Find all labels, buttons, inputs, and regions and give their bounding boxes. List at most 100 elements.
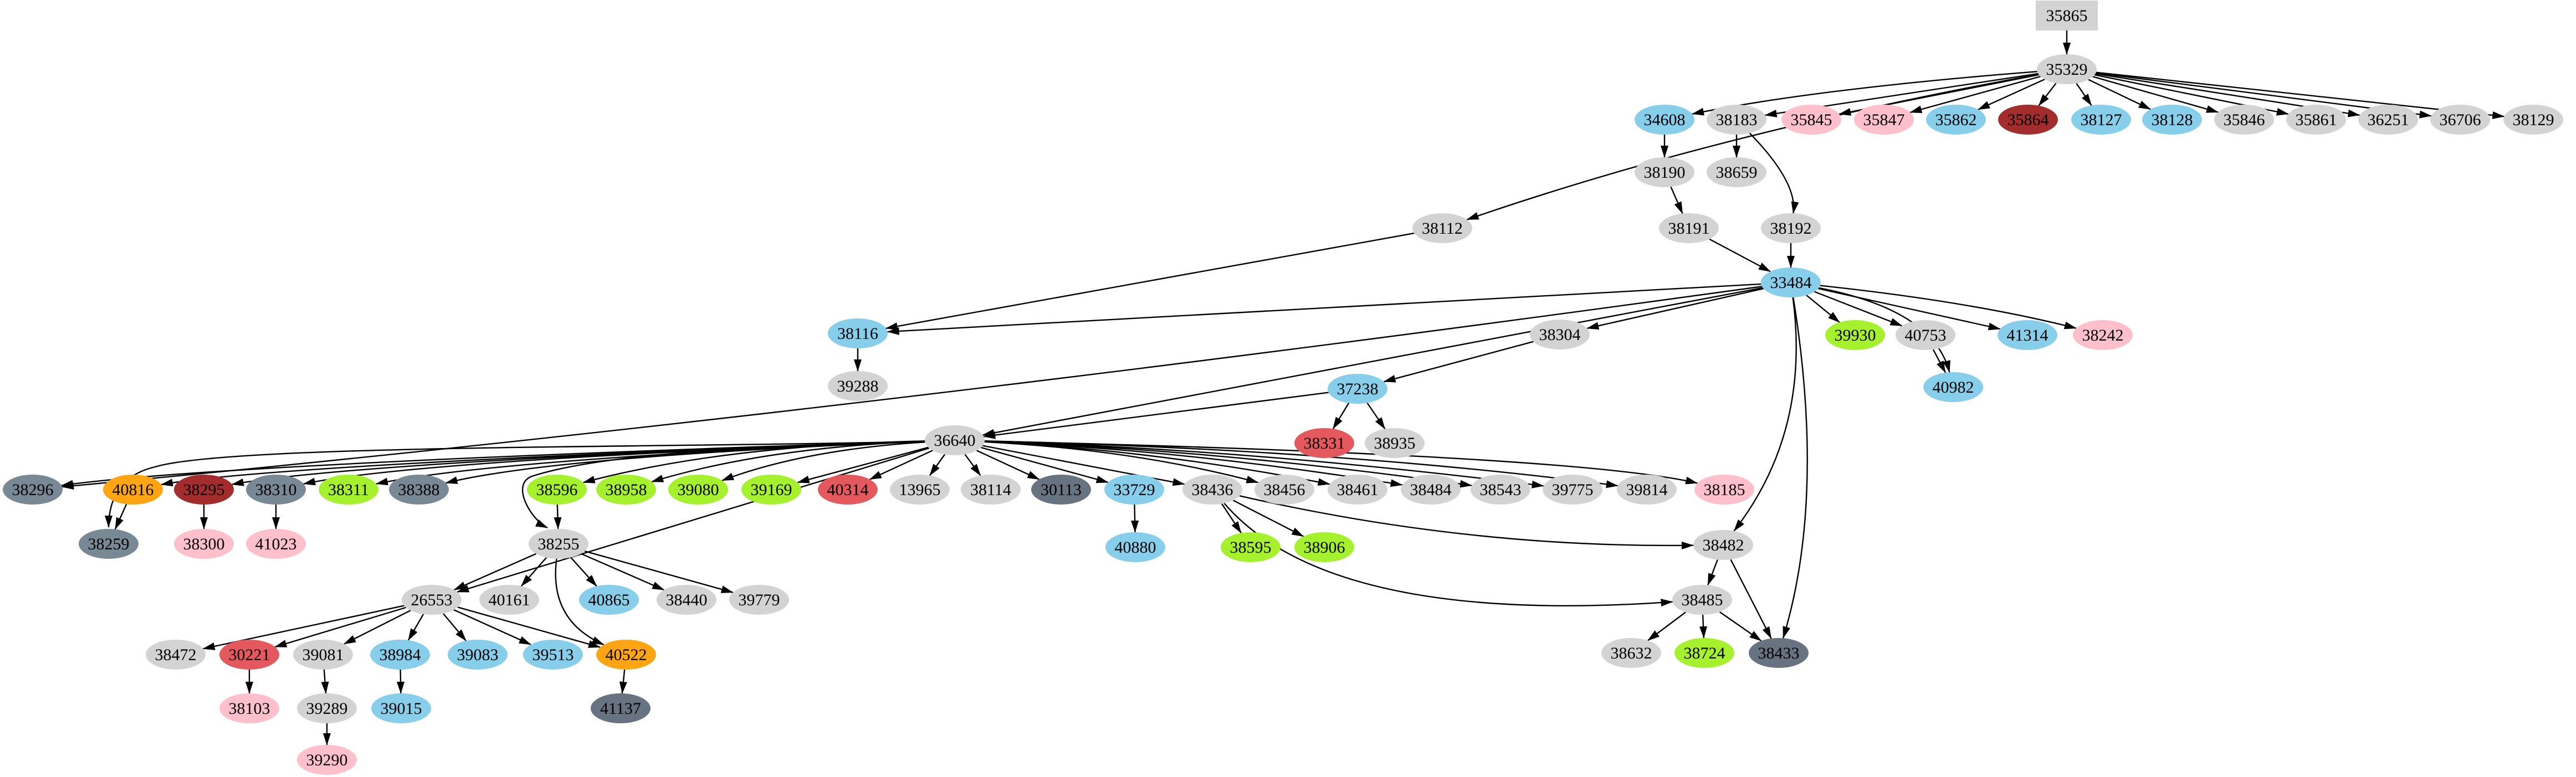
- graph-node-38185: 38185: [1694, 475, 1754, 505]
- graph-node-label-38484: 38484: [1410, 481, 1452, 499]
- graph-node-37238: 37238: [1328, 374, 1387, 404]
- graph-node-label-38724: 38724: [1684, 644, 1725, 662]
- graph-edge-38255-39779: [584, 550, 734, 593]
- graph-edge-38482-38485: [1707, 559, 1718, 586]
- graph-edge-36640-30113: [976, 450, 1040, 480]
- graph-node-39289: 39289: [297, 693, 357, 723]
- graph-edge-36640-13965: [929, 454, 945, 476]
- graph-node-label-38461: 38461: [1337, 481, 1379, 499]
- graph-node-38331: 38331: [1294, 428, 1354, 458]
- graph-edge-36640-38255: [521, 439, 955, 529]
- graph-node-39513: 39513: [523, 640, 583, 670]
- graph-edge-37238-36640: [983, 392, 1329, 439]
- graph-node-label-38192: 38192: [1770, 219, 1812, 238]
- graph-node-label-33484: 33484: [1770, 274, 1812, 292]
- graph-node-40753: 40753: [1896, 320, 1955, 350]
- graph-node-38190: 38190: [1635, 157, 1694, 187]
- graph-edge-26553-39081: [344, 610, 411, 645]
- graph-node-label-38129: 38129: [2513, 111, 2554, 129]
- graph-node-35861: 35861: [2286, 105, 2346, 135]
- graph-node-label-36640: 36640: [934, 431, 976, 450]
- graph-node-label-38596: 38596: [536, 481, 578, 499]
- edge-layer: [60, 30, 2505, 745]
- graph-node-label-38935: 38935: [1374, 434, 1416, 452]
- graph-node-label-37238: 37238: [1337, 380, 1379, 398]
- graph-node-39015: 39015: [371, 693, 431, 723]
- graph-node-33484: 33484: [1761, 267, 1821, 297]
- graph-node-label-38456: 38456: [1264, 481, 1305, 499]
- graph-node-38114: 38114: [961, 475, 1021, 505]
- graph-node-38472: 38472: [146, 640, 206, 670]
- graph-node-label-35864: 35864: [2007, 111, 2049, 129]
- graph-node-38127: 38127: [2071, 105, 2131, 135]
- graph-edge-38255-40161: [520, 557, 547, 587]
- graph-node-label-38114: 38114: [970, 481, 1011, 499]
- graph-node-label-35865: 35865: [2046, 7, 2088, 25]
- graph-edge-38191-33484: [1709, 238, 1771, 272]
- graph-node-35865: 35865: [2036, 1, 2098, 30]
- graph-node-label-39930: 39930: [1835, 326, 1876, 344]
- graph-node-label-38436: 38436: [1192, 481, 1233, 499]
- graph-edge-35329-38127: [2076, 83, 2092, 106]
- graph-node-40865: 40865: [579, 585, 639, 615]
- graph-node-label-38659: 38659: [1716, 163, 1758, 182]
- graph-node-38112: 38112: [1412, 213, 1472, 243]
- graph-node-label-36706: 36706: [2440, 111, 2481, 129]
- graph-node-label-38116: 38116: [837, 325, 878, 343]
- graph-edge-36640-39169: [797, 446, 929, 483]
- graph-node-38482: 38482: [1693, 530, 1753, 560]
- graph-node-label-38984: 38984: [380, 646, 421, 664]
- graph-node-39814: 39814: [1617, 475, 1677, 505]
- graph-node-38543: 38543: [1471, 475, 1530, 505]
- graph-edge-36640-39080: [721, 441, 925, 481]
- graph-node-label-38595: 38595: [1230, 538, 1272, 557]
- graph-node-38183: 38183: [1707, 105, 1766, 135]
- graph-node-label-35845: 35845: [1791, 111, 1832, 129]
- graph-node-40161: 40161: [479, 585, 539, 615]
- graph-node-label-38300: 38300: [183, 535, 225, 553]
- graph-node-40314: 40314: [818, 475, 878, 505]
- graph-node-label-38191: 38191: [1668, 219, 1710, 238]
- graph-node-35846: 35846: [2214, 105, 2274, 135]
- graph-node-label-39080: 39080: [678, 481, 719, 499]
- graph-node-label-39779: 39779: [739, 591, 780, 609]
- graph-node-label-40880: 40880: [1115, 538, 1156, 557]
- graph-node-38596: 38596: [527, 475, 587, 505]
- graph-edge-33484-38433: [1782, 297, 1808, 639]
- graph-node-label-38185: 38185: [1704, 481, 1745, 499]
- graph-node-label-39015: 39015: [381, 699, 422, 718]
- graph-edge-38436-38595: [1221, 503, 1242, 534]
- graph-node-35847: 35847: [1854, 105, 1914, 135]
- graph-node-41314: 41314: [1998, 320, 2057, 350]
- graph-edge-38485-38724: [1699, 614, 1707, 639]
- graph-node-38440: 38440: [657, 585, 716, 615]
- graph-node-label-38906: 38906: [1304, 538, 1345, 557]
- graph-edge-33484-38296: [62, 286, 1763, 490]
- graph-edge-36640-39775: [984, 440, 1544, 488]
- graph-edge-26553-40522: [457, 606, 601, 648]
- graph-node-30221: 30221: [219, 640, 279, 670]
- graph-edge-26553-38984: [407, 614, 424, 641]
- graph-node-38388: 38388: [389, 475, 449, 505]
- graph-node-label-38304: 38304: [1539, 326, 1581, 344]
- graph-node-label-39290: 39290: [306, 751, 348, 769]
- graph-node-38484: 38484: [1401, 475, 1461, 505]
- graph-edge-36640-40314: [869, 450, 933, 480]
- graph-node-38295: 38295: [174, 475, 234, 505]
- graph-node-33729: 33729: [1104, 475, 1164, 505]
- graph-node-40522: 40522: [596, 640, 656, 670]
- graph-node-label-38296: 38296: [12, 481, 54, 499]
- graph-node-26553: 26553: [402, 585, 462, 615]
- graph-edge-35329-38112: [1466, 74, 2039, 220]
- graph-node-38242: 38242: [2073, 320, 2133, 350]
- graph-node-label-39513: 39513: [532, 646, 574, 664]
- graph-node-38958: 38958: [596, 475, 656, 505]
- graph-node-label-41023: 41023: [255, 535, 297, 553]
- graph-node-38433: 38433: [1749, 638, 1809, 668]
- graph-node-label-39288: 39288: [837, 377, 879, 395]
- graph-node-label-38242: 38242: [2082, 326, 2124, 344]
- graph-node-label-38632: 38632: [1611, 644, 1652, 662]
- graph-node-38595: 38595: [1221, 532, 1281, 562]
